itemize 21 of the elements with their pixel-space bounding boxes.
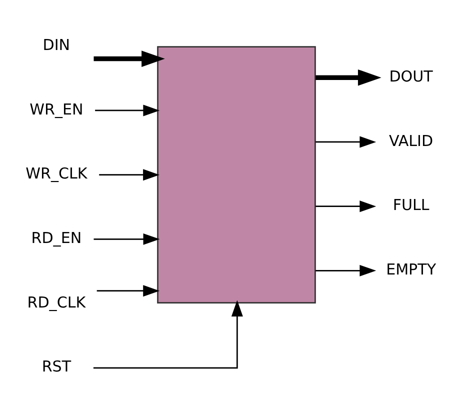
arrow — [316, 136, 376, 148]
arrow — [93, 300, 243, 369]
node-text: DIN — [42, 36, 70, 54]
arrow — [316, 69, 382, 86]
node-text: RD_EN — [31, 229, 82, 248]
node-text: WR_CLK — [26, 164, 88, 183]
node-text: FULL — [392, 196, 430, 214]
arrow — [316, 200, 376, 212]
arrow — [316, 264, 376, 276]
node-text: VALID — [389, 132, 434, 150]
arrow — [94, 50, 165, 67]
arrow — [95, 104, 160, 116]
node-text: WR_EN — [30, 100, 84, 118]
node-text: DOUT — [389, 67, 433, 86]
arrow — [99, 169, 160, 181]
node-box — [157, 46, 316, 304]
arrow — [94, 233, 160, 245]
arrow — [96, 285, 160, 297]
node-text: RD_CLK — [27, 293, 86, 312]
node-text: EMPTY — [386, 260, 436, 278]
node-text: RST — [42, 358, 72, 376]
